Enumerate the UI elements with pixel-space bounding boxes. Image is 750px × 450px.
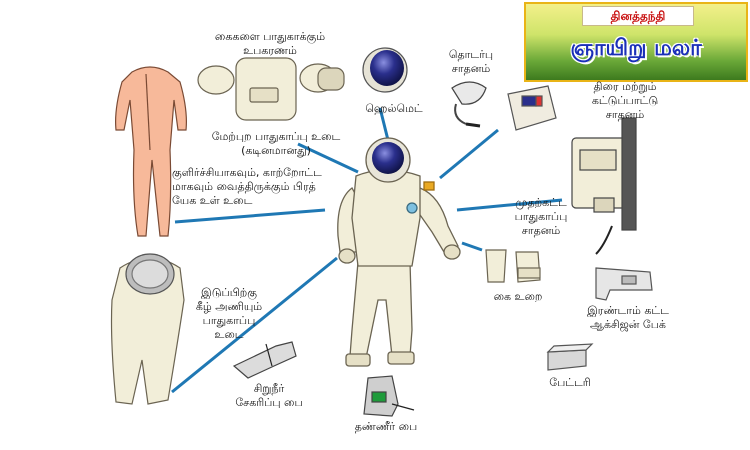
label-lower-suit: இடுப்பிற்கு கீழ் அணியும் பாதுகாப்பு உடை [195,286,263,341]
astronaut-illustration [337,137,461,367]
label-urine-collector: சிறுநீர் சேகரிப்பு பை [235,382,303,409]
label-backpack: முதற்கட்ட பாதுகாப்பு சாதனம் [514,196,568,237]
label-gloves: கை உறை [493,290,543,303]
gloves-illustration [485,249,541,283]
oxygen-pack-illustration [595,267,653,301]
connector-lines [171,107,563,394]
battery-illustration [546,343,594,371]
label-display-control: திரை மற்றும் கட்டுப்பாட்டு சாதனம் [591,80,659,121]
lower-suit-illustration [110,253,185,405]
label-helmet: ஹெல்மெட் [365,102,423,115]
connector-lower-suit [171,256,338,394]
connector-helmet [378,107,390,141]
arm-assembly-illustration [197,57,345,121]
water-bag-illustration [363,375,415,417]
label-upper-suit: மேற்புற பாதுகாப்பு உடை (கடினமானது) [211,130,341,157]
connector-backpack [456,198,563,212]
supplement-title: ஞாயிறு மலர் [570,36,702,61]
display-control-illustration [507,85,557,131]
label-gloves-protection: கைகளை பாதுகாக்கும் உபகரணம் [214,30,326,57]
label-battery: பேட்டரி [549,376,591,389]
connector-display-control [439,128,499,180]
connector-upper-suit [297,142,359,174]
comm-device-illustration [451,81,487,128]
cooling-garment-illustration [115,66,187,237]
helmet-illustration [362,47,408,93]
connector-gloves [461,241,483,252]
connector-cooling-garment [174,208,326,224]
urine-bag-illustration [232,341,297,379]
label-water-bag: தண்ணீர் பை [354,420,418,433]
label-second-oxygen: இரண்டாம் கட்ட ஆக்சிஜன் பேக் [587,304,669,331]
newspaper-masthead: தினத்தந்தி [582,6,694,26]
newspaper-banner: தினத்தந்தி ஞாயிறு மலர் [524,2,748,82]
label-comm-device: தொடர்பு சாதனம் [448,48,494,75]
backpack-illustration [571,117,637,255]
label-cooling-garment: குளிர்ச்சியாகவும், காற்றோட்ட மாகவும் வைத… [172,166,322,207]
